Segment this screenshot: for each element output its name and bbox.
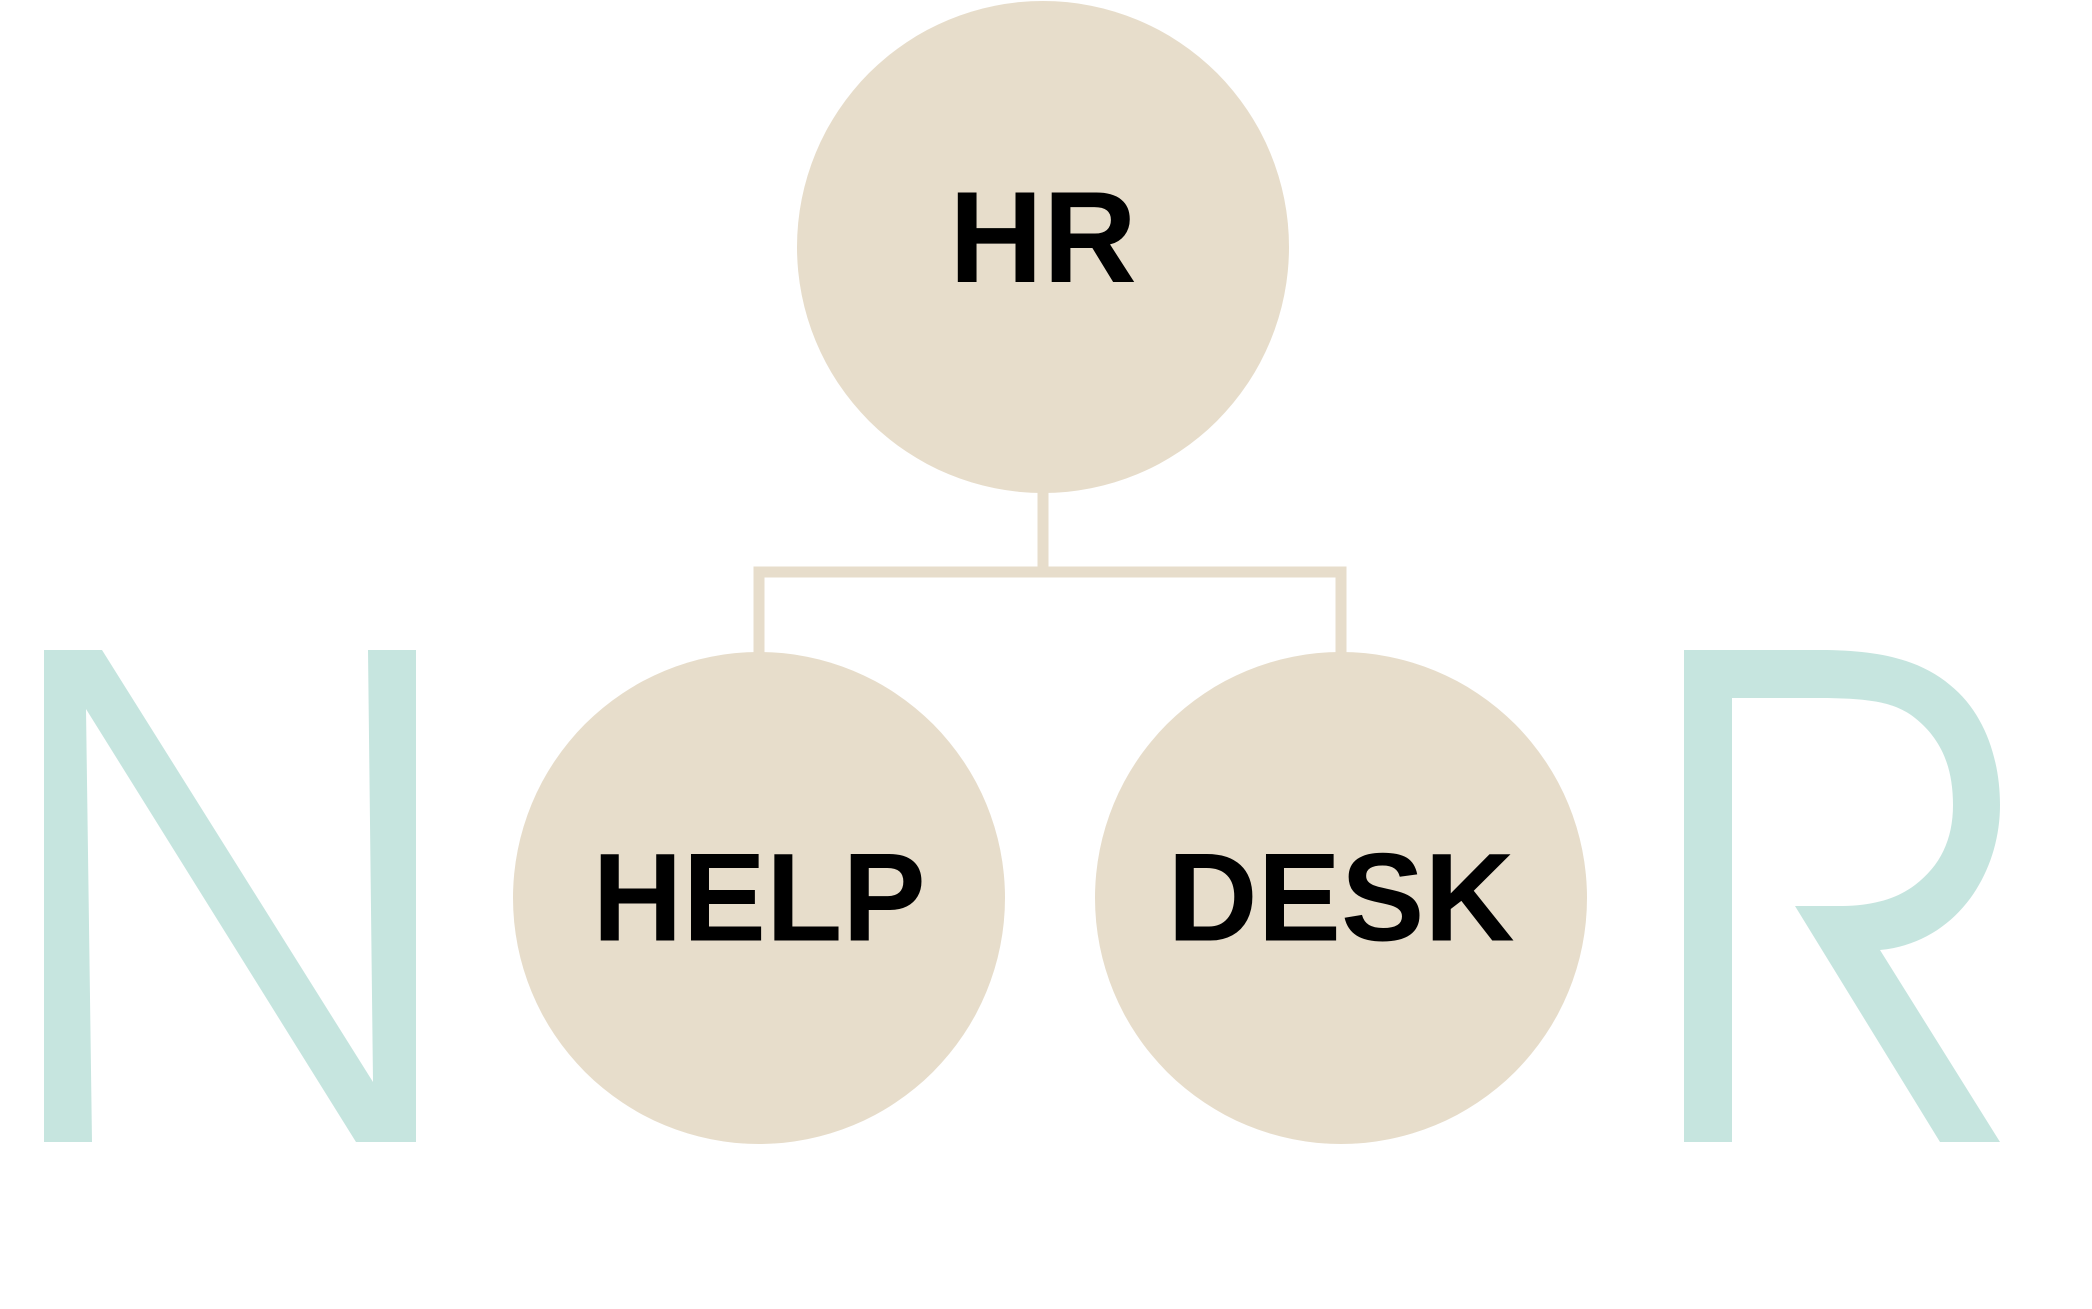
logo-letter-n	[44, 650, 416, 1142]
node-desk-label: DESK	[1167, 829, 1514, 968]
node-hr-label: HR	[949, 164, 1137, 310]
node-hr: HR	[797, 1, 1289, 493]
node-help-label: HELP	[592, 829, 925, 968]
node-desk: DESK	[1095, 652, 1587, 1144]
node-help-circle	[513, 652, 1005, 1144]
org-connector	[753, 488, 1347, 655]
logo-letter-r	[1684, 650, 2000, 1142]
node-help: HELP	[513, 652, 1005, 1144]
node-hr-circle	[797, 1, 1289, 493]
node-desk-circle	[1095, 652, 1587, 1144]
